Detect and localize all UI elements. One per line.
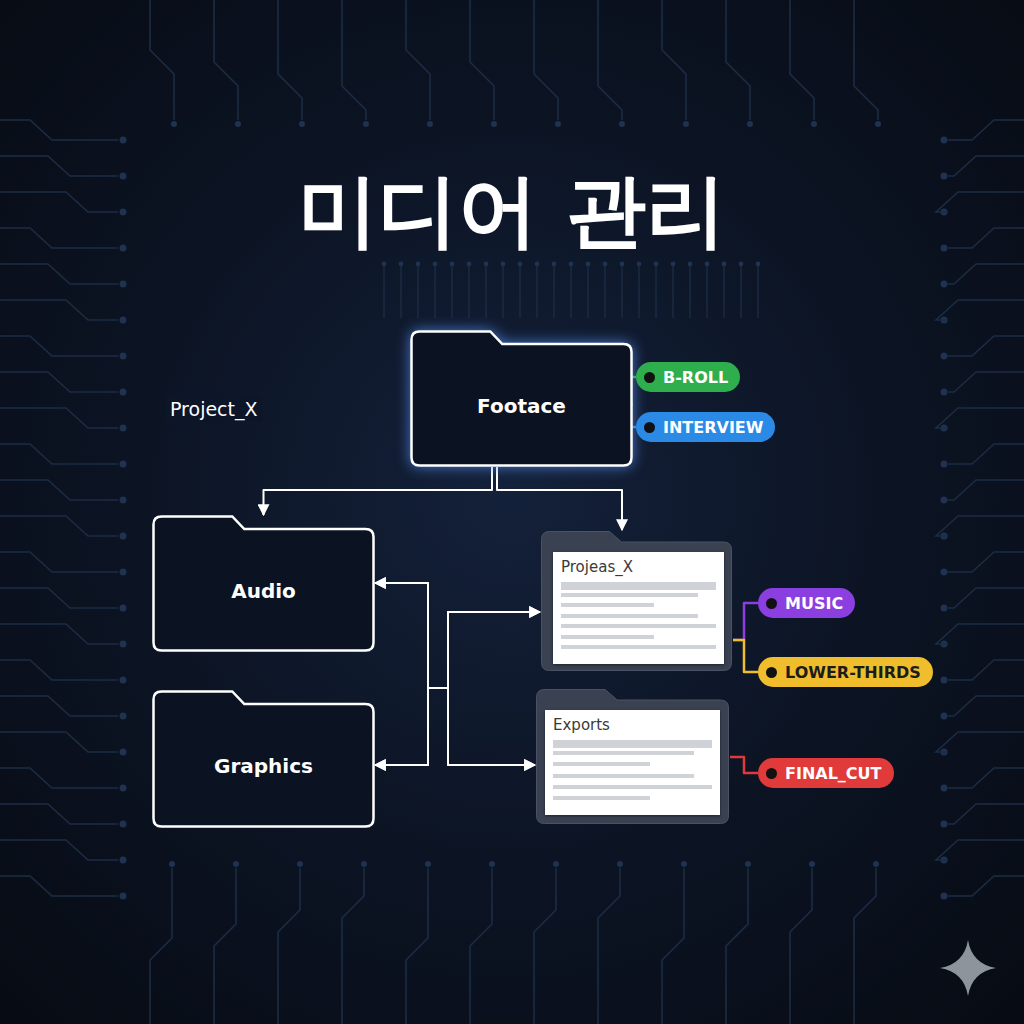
text-line [561,645,716,649]
text-line [553,751,694,755]
text-line [553,796,650,800]
flow-arrow [375,688,535,765]
folder-label: Graphics [152,754,375,778]
tag-leader [733,603,758,640]
text-line [553,785,712,789]
folder-box: Footace [410,330,633,467]
folder-label: Footace [410,394,633,418]
text-line [553,740,712,748]
text-line [553,762,650,766]
document-paper: Projeas_X [553,552,724,664]
tag-dot [644,422,655,433]
document-title: Exports [553,716,610,734]
flow-arrow [497,467,622,530]
tag-pill: B-ROLL [636,362,740,392]
tag-dot [766,667,777,678]
folder-back [542,532,732,671]
folder-box: Graphics [152,690,375,828]
title-text: 미디어 관리 [298,158,726,266]
flow-arrow [375,612,540,765]
document-paper: Exports [545,710,720,815]
document-title: Projeas_X [561,558,633,576]
text-line [561,614,698,618]
folder-back [537,690,729,824]
text-line [561,635,654,639]
flow-arrow [375,583,540,688]
tag-text: B-ROLL [663,368,728,387]
text-line [561,603,654,607]
text-line [561,582,716,590]
tag-pill: FINAL_CUT [758,758,894,788]
tag-pill: LOWER-THIRDS [758,657,933,687]
tag-text: INTERVIEW [663,418,763,437]
text-line [561,593,698,597]
tag-dot [766,598,777,609]
document-folder: Exports [535,688,730,825]
tag-text: FINAL_CUT [785,764,882,783]
text-line [561,624,716,628]
tag-pill: MUSIC [758,588,855,618]
tag-text: MUSIC [785,594,843,613]
sparkle-watermark [940,940,996,996]
flow-arrow [375,583,535,765]
tag-pill: INTERVIEW [636,412,775,442]
tag-dot [644,372,655,383]
circuit-pad [120,121,948,900]
tag-leader [730,757,758,773]
tag-text: LOWER-THIRDS [785,663,921,682]
folder-label: Audio [152,579,375,603]
tag-leader [733,640,758,672]
folder-box: Audio [152,515,375,652]
project-label: Project_X [166,396,262,422]
document-folder: Projeas_X [540,530,733,672]
text-line [553,774,694,778]
title-block: 미디어 관리 [0,158,1024,266]
tag-dot [766,768,777,779]
flow-arrow [264,467,493,515]
